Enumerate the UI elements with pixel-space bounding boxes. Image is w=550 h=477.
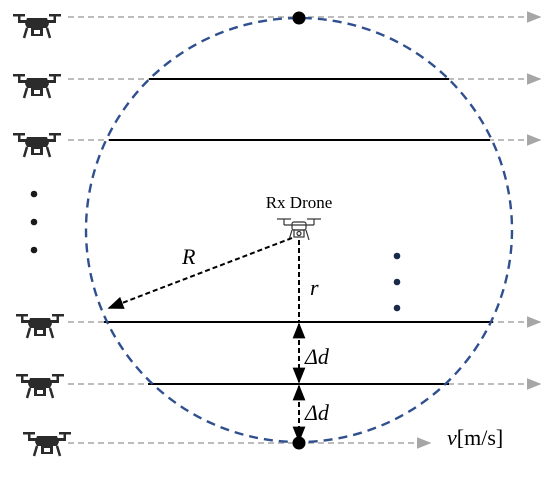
ellipsis-vertical-icon-right [393, 252, 401, 312]
velocity-label: v[m/s] [447, 425, 503, 450]
drone-icon [14, 312, 66, 340]
velocity-symbol: v [447, 425, 457, 450]
ellipsis-vertical-icon-left [30, 190, 38, 254]
delta-d-lower-label: Δd [304, 400, 330, 425]
drone-icon [11, 131, 63, 159]
velocity-unit: [m/s] [457, 425, 503, 450]
circle-top-point [292, 11, 306, 25]
tx-drones [11, 12, 73, 458]
delta-d-upper-label: Δd [304, 344, 330, 369]
radius-label: R [181, 244, 196, 269]
chords [104, 78, 493, 385]
drone-icon [11, 72, 63, 100]
drone-icon [21, 430, 73, 458]
rx-drone-label: Rx Drone [266, 193, 333, 212]
distance-r-label: r [310, 275, 319, 300]
drone-outline-icon [277, 218, 321, 241]
drone-icon [14, 372, 66, 400]
radius-arrow [107, 237, 293, 309]
drone-icon [11, 12, 63, 40]
